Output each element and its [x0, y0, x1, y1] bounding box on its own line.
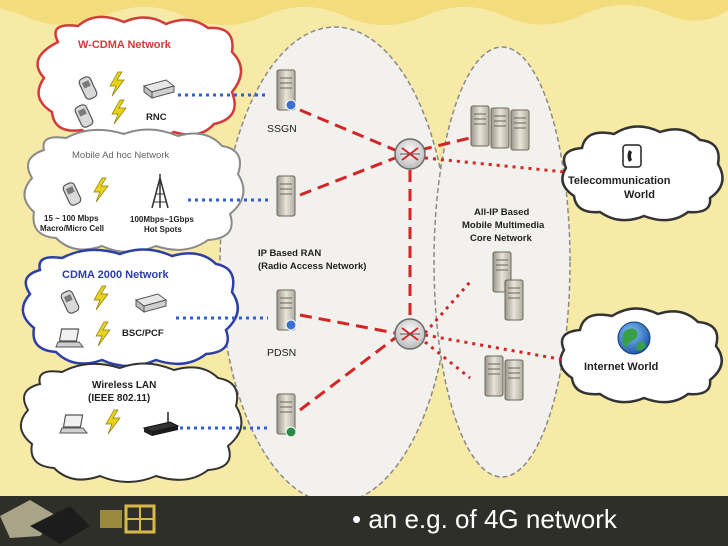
adhoc-cloud — [23, 128, 245, 253]
sgsn-label: SSGN — [267, 123, 297, 135]
rnc-label: RNC — [146, 112, 167, 123]
router-hub-icon — [394, 318, 426, 350]
router-device-icon — [142, 79, 176, 99]
cdma2000-cloud — [21, 248, 239, 368]
hotspot-speed: 100Mbps~1Gbps — [130, 215, 194, 224]
macro-cell: Macro/Micro Cell — [40, 224, 104, 233]
server-icon — [276, 175, 296, 217]
red-links — [299, 108, 471, 412]
wifi-router-icon — [142, 412, 180, 436]
core-subtitle: Mobile Multimedia — [462, 220, 545, 231]
caption-text: • an e.g. of 4G network — [352, 504, 617, 534]
core-title: All-IP Based — [474, 207, 529, 218]
user-badge-icon — [285, 99, 297, 111]
blue-links — [176, 93, 268, 430]
hotspots: Hot Spots — [144, 225, 182, 234]
globe-icon — [617, 321, 651, 355]
top-decoration — [0, 0, 728, 26]
wcdma-title: W-CDMA Network — [78, 39, 172, 51]
wcdma-cloud — [36, 15, 243, 141]
ran-subtitle: (Radio Access Network) — [258, 261, 366, 272]
antenna-tower-icon — [151, 174, 169, 209]
internet-cloud — [559, 307, 723, 404]
telecom-cloud — [561, 125, 724, 222]
server-icon — [490, 107, 510, 149]
server-icon — [504, 359, 524, 401]
server-icon — [470, 105, 490, 147]
user-badge-icon — [285, 319, 297, 331]
footer-bar — [0, 496, 728, 546]
cdma2000-title: CDMA 2000 Network — [62, 269, 169, 281]
ran-title: IP Based RAN — [258, 248, 321, 259]
wlan-standard: (IEEE 802.11) — [88, 393, 150, 404]
router-device-icon — [134, 293, 168, 313]
telecom-world: World — [624, 189, 655, 201]
telephone-icon — [622, 144, 642, 168]
pdsn-label: PDSN — [267, 347, 296, 359]
wlan-title: Wireless LAN — [92, 380, 156, 391]
macro-speed: 15 ~ 100 Mbps — [44, 214, 99, 223]
globe-badge-icon — [285, 426, 297, 438]
telecom-title: Telecommunication — [568, 175, 671, 187]
wlan-cloud — [20, 362, 243, 483]
internet-title: Internet World — [584, 361, 658, 373]
adhoc-title: Mobile Ad hoc Network — [72, 150, 169, 161]
bsc-pcf-label: BSC/PCF — [122, 328, 164, 339]
core-subtitle-2: Core Network — [470, 233, 532, 244]
server-icon — [484, 355, 504, 397]
router-hub-icon — [394, 138, 426, 170]
server-icon — [504, 279, 524, 321]
server-icon — [510, 109, 530, 151]
red-dotted-links — [423, 156, 566, 380]
footer-decoration — [0, 500, 156, 544]
